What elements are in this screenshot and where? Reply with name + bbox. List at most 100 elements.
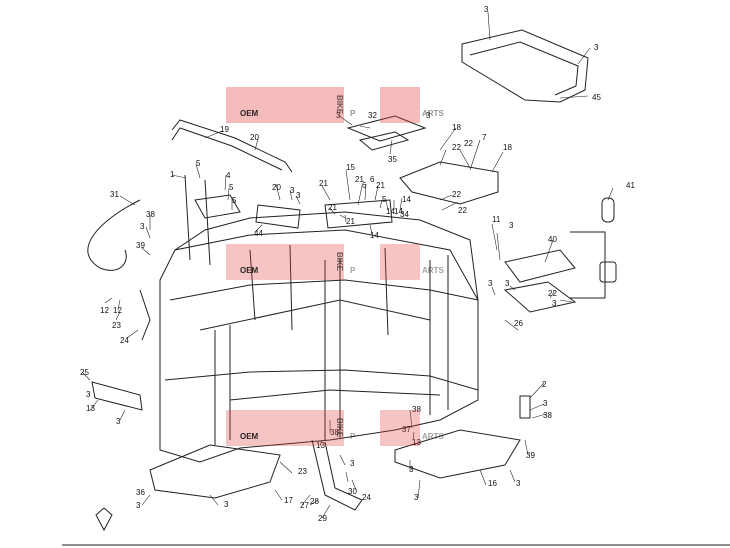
callout-label: 30 — [348, 487, 357, 496]
callout-label: 22 — [548, 289, 557, 298]
callout-label: 17 — [284, 496, 293, 505]
callout-label: 44 — [254, 229, 263, 238]
callout-label: 3 — [136, 501, 141, 510]
floor-plate-detail — [469, 41, 579, 96]
callout-label: 3 — [414, 493, 419, 502]
callout-label: 21 — [328, 203, 337, 212]
callout-label: 25 — [80, 368, 89, 377]
bracket-38-part — [519, 395, 531, 419]
callout-label: 39 — [526, 451, 535, 460]
callout-label: 12 — [100, 306, 109, 315]
part-41-line — [570, 231, 606, 299]
leader-lines — [81, 11, 614, 519]
callout-label: 14 — [386, 207, 395, 216]
callout-label: 16 — [488, 479, 497, 488]
callout-label: 5 — [196, 159, 201, 168]
frame-tube-left — [184, 174, 211, 266]
skid-plate-16 — [394, 429, 521, 479]
callout-label: 12 — [113, 306, 122, 315]
callout-label: 11 — [492, 215, 501, 224]
floor-plate-part — [461, 29, 589, 103]
callout-label: 19 — [220, 125, 229, 134]
callout-label: 23 — [112, 321, 121, 330]
bulb-socket-part — [599, 261, 617, 283]
seat-bracket-part — [399, 161, 499, 205]
frame-cross-2 — [229, 389, 441, 401]
callout-label: 13 — [86, 404, 95, 413]
frame-rail-upper — [174, 211, 479, 301]
bulb-part — [601, 197, 615, 223]
bracket-44-part — [255, 204, 301, 229]
callout-label: 3 — [290, 186, 295, 195]
callout-label: 40 — [548, 235, 557, 244]
callout-label: 3 — [488, 279, 493, 288]
callout-label: 3 — [543, 399, 548, 408]
callout-label: 6 — [362, 181, 367, 190]
callout-label: 38 — [543, 411, 552, 420]
callout-label: 20 — [272, 183, 281, 192]
cable-part — [87, 199, 141, 271]
callout-label: 3 — [224, 500, 229, 509]
callout-label: 18 — [452, 123, 461, 132]
front-arrow-icon — [95, 507, 113, 532]
callout-label: 18 — [503, 143, 512, 152]
actuator-part — [504, 249, 576, 283]
callout-label: 28 — [310, 497, 319, 506]
callout-label: 24 — [362, 493, 371, 502]
callout-label: 22 — [464, 139, 473, 148]
callout-label: 38 — [146, 210, 155, 219]
callout-label: 26 — [514, 319, 523, 328]
callout-label: 5 — [232, 196, 237, 205]
pedal-part — [311, 439, 363, 511]
callout-label: 3 — [140, 222, 145, 231]
skid-plate-17 — [149, 444, 281, 499]
callout-label: 39 — [136, 241, 145, 250]
frame-cross-3 — [249, 244, 389, 336]
bracket-2-part — [91, 381, 143, 411]
callout-label: 21 — [376, 181, 385, 190]
frame-cross-1 — [199, 299, 431, 331]
callout-label: 34 — [400, 210, 409, 219]
callout-label: 3 — [509, 221, 514, 230]
callout-label: 20 — [250, 133, 259, 142]
callout-label: 5 — [229, 183, 234, 192]
callout-label: 38 — [412, 405, 421, 414]
plate-part — [346, 115, 427, 142]
callout-label: 1 — [170, 170, 175, 179]
frame-rail-lower — [164, 369, 479, 391]
main-frame — [159, 229, 479, 463]
callout-label: 36 — [136, 488, 145, 497]
callout-label: 13 — [316, 441, 325, 450]
callout-label: 21 — [346, 217, 355, 226]
callout-label: 3 — [594, 43, 599, 52]
callout-label: 35 — [388, 155, 397, 164]
callout-label: 21 — [319, 179, 328, 188]
callout-label: 3 — [116, 417, 121, 426]
callout-label: 27 — [300, 501, 309, 510]
callout-label: 21 — [355, 175, 364, 184]
roll-bar-part — [171, 119, 293, 173]
callout-label: 29 — [318, 514, 327, 523]
callout-label: 3 — [409, 465, 414, 474]
lever-part — [139, 289, 151, 341]
callout-label: 23 — [298, 467, 307, 476]
callout-label: 13 — [412, 438, 421, 447]
callout-label: 3 — [350, 459, 355, 468]
callout-label: 15 — [346, 163, 355, 172]
plate-part-2 — [358, 131, 410, 151]
roll-bar-part-2 — [171, 127, 283, 171]
callout-label: 45 — [592, 93, 601, 102]
callout-label: 3 — [296, 191, 301, 200]
bracket-part — [194, 194, 241, 219]
callout-label: 5 — [382, 195, 387, 204]
callout-label: 14 — [402, 195, 411, 204]
callout-label: 6 — [370, 175, 375, 184]
callout-label: 3 — [86, 390, 91, 399]
frame-rail-mid — [169, 279, 479, 301]
callout-label: 22 — [458, 206, 467, 215]
callout-label: 7 — [482, 133, 487, 142]
callout-label: 24 — [120, 336, 129, 345]
callout-label: 22 — [452, 143, 461, 152]
